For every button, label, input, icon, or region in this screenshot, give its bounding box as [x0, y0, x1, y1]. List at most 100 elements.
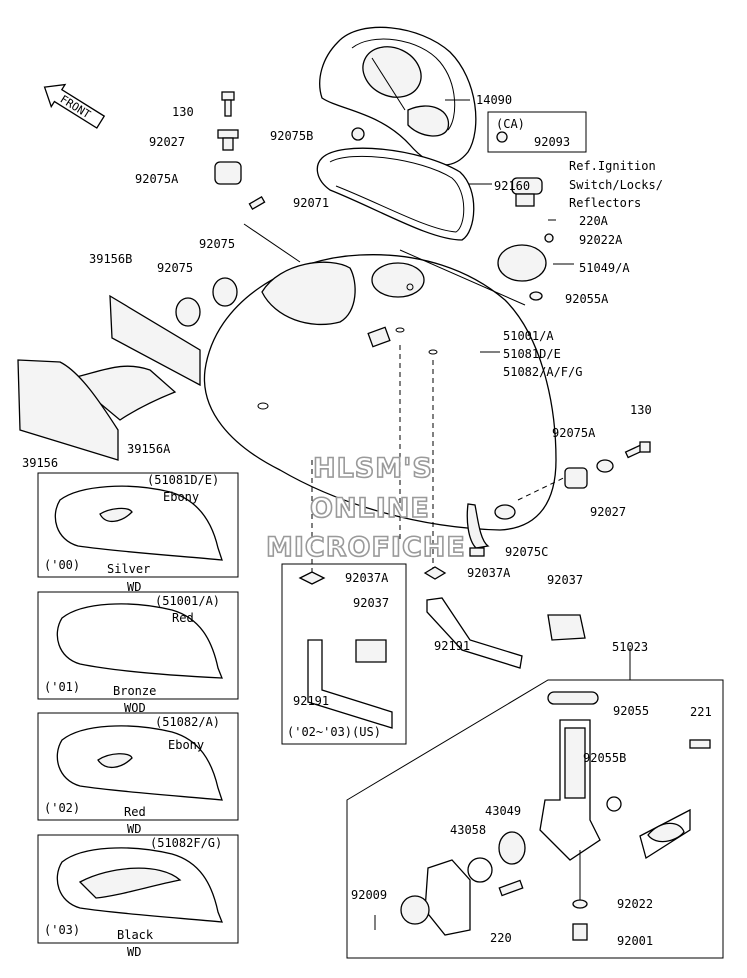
- screw-220-part: [498, 879, 524, 897]
- lever-part: [400, 895, 430, 925]
- variant-3-code: (51082F/G): [150, 836, 222, 850]
- variant-2-code: (51082/A): [155, 715, 220, 729]
- variant-2-color-bottom: Red: [124, 805, 146, 819]
- label-92055: 92055: [613, 704, 649, 718]
- variant-3-suffix: WD: [127, 945, 141, 959]
- label-92071: 92071: [293, 196, 329, 210]
- label-92037-right: 92037: [547, 573, 583, 587]
- label-92075-a: 92075: [157, 261, 193, 275]
- variant-0-color-bottom: Silver: [107, 562, 150, 576]
- variant-panel-1: [37, 591, 239, 700]
- pad-39156A-part: [71, 365, 177, 421]
- bolt-130-part: [221, 91, 235, 117]
- screw-221-part: [689, 739, 711, 749]
- label-43058: 43058: [450, 823, 486, 837]
- meter-cover-part: [319, 26, 477, 166]
- variant-1-suffix: WOD: [124, 701, 146, 715]
- pad-39156B-part: [109, 294, 201, 387]
- variant-1-color-bottom: Bronze: [113, 684, 156, 698]
- label-ca: (CA): [496, 117, 525, 131]
- o-ring-92055B-part: [606, 796, 622, 812]
- variant-3-color-bottom: Black: [117, 928, 154, 942]
- washer-92022-part: [572, 899, 588, 909]
- collar-92027-part: [217, 129, 239, 151]
- clip-92037A-right-part: [423, 566, 447, 580]
- label-92022: 92022: [617, 897, 653, 911]
- watermark: HLSM'S ONLINE MICROFICHE: [265, 452, 466, 564]
- front-arrow-icon: FRONT: [43, 83, 106, 129]
- variant-panel-0: [37, 472, 239, 578]
- variant-0-year: ('00): [44, 558, 80, 572]
- label-14090: 14090: [476, 93, 512, 107]
- ca-box: [487, 111, 587, 153]
- damper-92075-a-part: [175, 297, 201, 327]
- watermark-line-3: MICROFICHE: [266, 532, 466, 563]
- label-92075C: 92075C: [505, 545, 548, 559]
- label-220A: 220A: [579, 214, 609, 228]
- ring-92055A-part: [529, 291, 543, 301]
- variant-3-year: ('03): [44, 923, 80, 937]
- label-92191-left: 92191: [293, 694, 329, 708]
- label-51023: 51023: [612, 640, 648, 654]
- damper-92075-b-part: [212, 277, 238, 307]
- label-92075-b: 92075: [199, 237, 235, 251]
- label-92075A-right: 92075A: [552, 426, 596, 440]
- o-ring-43058-part: [467, 857, 493, 883]
- label-92055B: 92055B: [583, 751, 626, 765]
- label-tank-1: 51001/A: [503, 329, 554, 343]
- variant-0-suffix: WD: [127, 580, 141, 594]
- label-130-right: 130: [630, 403, 652, 417]
- label-tank-2: 51081D/E: [503, 347, 561, 361]
- clamp-92037-right-part: [547, 614, 586, 641]
- label-43049: 43049: [485, 804, 521, 818]
- label-92022A: 92022A: [579, 233, 623, 247]
- nut-92022A-part: [544, 233, 554, 243]
- watermark-line-1: HLSM'S: [313, 453, 433, 484]
- watermark-line-2: ONLINE: [310, 493, 430, 524]
- label-ref-line3: Reflectors: [569, 196, 641, 210]
- label-221: 221: [690, 705, 712, 719]
- variant-1-code: (51001/A): [155, 594, 220, 608]
- variant-1-year: ('01): [44, 680, 80, 694]
- label-92009: 92009: [351, 888, 387, 902]
- bolt-130-right-part: [624, 441, 651, 459]
- packing-43049-part: [498, 831, 526, 865]
- variant-panel-3: [37, 834, 239, 944]
- label-39156A: 39156A: [127, 442, 171, 456]
- variant-0-color-top: Ebony: [163, 490, 199, 504]
- label-ref-line1: Ref.Ignition: [569, 159, 656, 173]
- label-92160: 92160: [494, 179, 530, 193]
- collar-92027-right-part: [596, 459, 614, 473]
- fuel-tank-part: [203, 254, 557, 549]
- clamp-92037-left-part: [355, 639, 387, 663]
- label-92037-left: 92037: [353, 596, 389, 610]
- label-92191-right: 92191: [434, 639, 470, 653]
- variant-2-color-top: Ebony: [168, 738, 204, 752]
- o-ring-92055-part: [547, 691, 599, 705]
- ignition-switch-part: [511, 177, 543, 207]
- label-tank-3: 51082/A/F/G: [503, 365, 582, 379]
- damper-92075A-part: [214, 161, 242, 185]
- variant-2-suffix: WD: [127, 822, 141, 836]
- label-39156: 39156: [22, 456, 58, 470]
- plate-part: [424, 859, 471, 936]
- clip-92037A-left-part: [298, 571, 326, 585]
- cover-51049-part: [497, 244, 547, 282]
- label-92027-right: 92027: [590, 505, 626, 519]
- variant-2-year: ('02): [44, 801, 80, 815]
- label-220: 220: [490, 931, 512, 945]
- clip-92071-part: [248, 196, 266, 210]
- pad-39156-part: [17, 359, 119, 461]
- label-92001: 92001: [617, 934, 653, 948]
- fuel-tap-box: [346, 679, 724, 959]
- label-years-us: ('02~'03)(US): [287, 725, 381, 739]
- bolt-92001-part: [572, 923, 588, 941]
- reflector-92093-part: [496, 131, 508, 143]
- us-hose-box: [281, 563, 407, 745]
- label-92037A-right: 92037A: [467, 566, 511, 580]
- label-92027-top: 92027: [149, 135, 185, 149]
- grommet-92075C-part: [469, 547, 485, 557]
- label-51049: 51049/A: [579, 261, 630, 275]
- variant-0-code: (51081D/E): [147, 473, 219, 487]
